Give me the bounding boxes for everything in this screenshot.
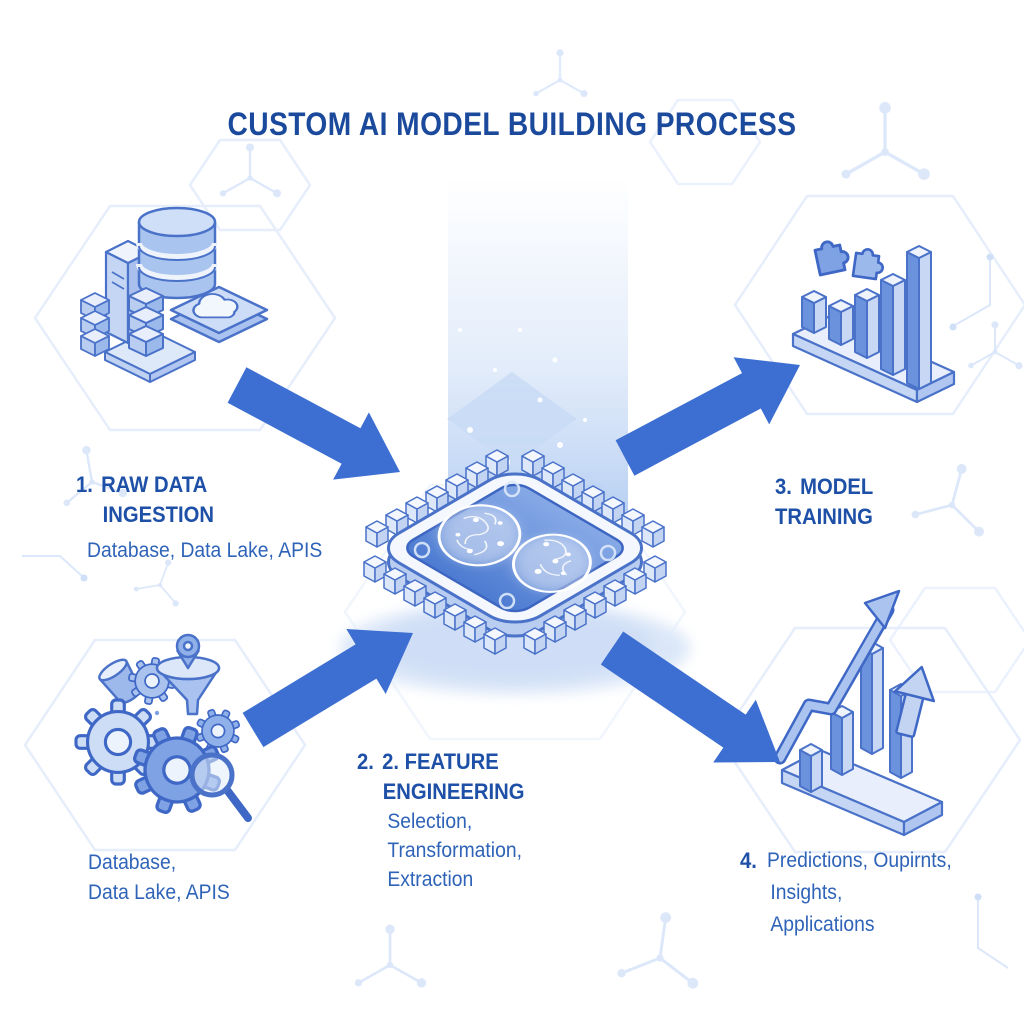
server-stack-small-icon <box>80 292 110 357</box>
bar-chart-icon <box>791 236 956 404</box>
step-1-title-line1: RAW DATA <box>101 472 208 497</box>
arrow-chip-to-training <box>615 357 800 476</box>
puzzle-pieces-icon <box>812 236 887 282</box>
step-4-line2: Insights, <box>770 881 843 904</box>
step-2-title-line1: 2. FEATURE <box>382 749 499 774</box>
brain-nodes <box>455 517 571 575</box>
step-3-number: 3. <box>775 474 792 499</box>
server-stack-mid-icon <box>128 287 164 357</box>
funnel-icon <box>155 633 221 716</box>
sources-label-line2: Data Lake, APIS <box>88 881 230 904</box>
step-4-line1: Predictions, Oupirnts, <box>767 849 952 872</box>
step-2-subtitle-line2: Transformation, <box>387 839 522 862</box>
bars <box>801 245 932 390</box>
database-servers-icon <box>80 206 269 383</box>
step-2-feature-engineering: 2. 2. FEATURE ENGINEERING Selection, Tra… <box>357 747 524 894</box>
arrow-data-to-chip <box>227 367 400 480</box>
step-3-title-line2: TRAINING <box>775 504 873 529</box>
brain-icon <box>437 504 592 593</box>
cloud-tile-icon <box>169 285 269 344</box>
step-2-number: 2. <box>357 749 374 774</box>
page-title: CUSTOM AI MODEL BUILDING PROCESS <box>227 106 797 142</box>
background-circuit-traces <box>22 253 1009 969</box>
chip-pads <box>413 480 617 610</box>
step-1-title-line2: INGESTION <box>102 502 215 527</box>
arrow-features-to-chip <box>242 629 413 748</box>
step-4-number: 4. <box>740 848 757 873</box>
flow-arrows <box>227 357 800 763</box>
step-3-model-training: 3. MODEL TRAINING <box>775 472 873 532</box>
step-2-subtitle-line3: Extraction <box>387 868 474 891</box>
up-arrow-icon <box>893 665 936 738</box>
sources-label-line1: Database, <box>88 851 177 874</box>
location-pin-icon <box>175 633 201 670</box>
magnifier-icon <box>189 752 252 822</box>
step-3-title-line1: MODEL <box>800 474 874 499</box>
trend-arrow-icon <box>773 589 901 765</box>
bottom-left-sources-label: Database, Data Lake, APIS <box>88 848 230 908</box>
background-hex-pattern <box>23 98 1024 854</box>
step-2-title-line2: ENGINEERING <box>382 779 525 804</box>
step-1-raw-data-ingestion: 1. RAW DATA INGESTION Database, Data Lak… <box>76 470 322 565</box>
cloud-icon <box>192 293 239 319</box>
step-1-subtitle: Database, Data Lake, APIS <box>87 539 323 562</box>
database-icon <box>136 206 218 300</box>
step-2-subtitle-line1: Selection, <box>387 810 473 833</box>
ai-chip-brain-icon <box>340 449 690 694</box>
gears-funnel-icon <box>74 633 252 829</box>
step-4-line3: Applications <box>770 913 875 936</box>
arrow-chip-to-outputs <box>600 631 780 763</box>
growth-chart-icon <box>773 589 944 837</box>
step-1-number: 1. <box>76 472 93 497</box>
step-4-outputs: 4. Predictions, Oupirnts, Insights, Appl… <box>740 845 952 941</box>
